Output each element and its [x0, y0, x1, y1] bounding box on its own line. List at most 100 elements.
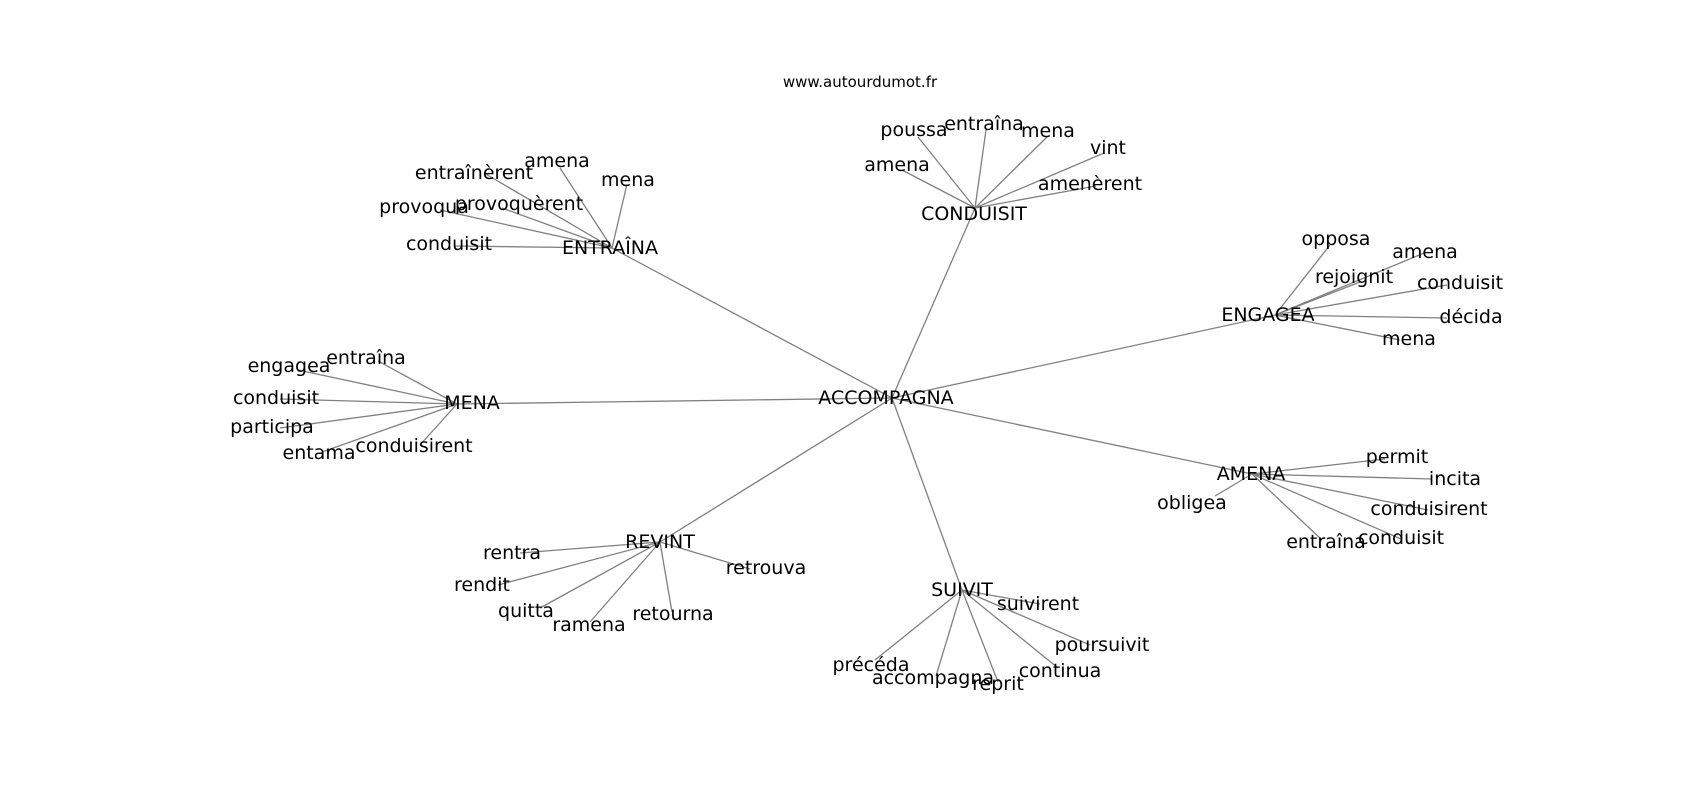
edge-center-3: [456, 397, 893, 405]
leaf-word: entraîna: [1286, 531, 1366, 553]
edge-leaf-3-0: [297, 369, 458, 405]
edge-leaf-0-2: [611, 183, 628, 249]
leaf-word: mena: [601, 169, 655, 191]
edge-leaf-4-3: [1251, 473, 1429, 511]
leaf-word: reprit: [972, 673, 1024, 695]
edge-leaf-4-2: [1214, 473, 1253, 497]
edge-leaf-1-2: [974, 135, 1049, 209]
edge-leaf-2-2: [1274, 281, 1361, 316]
leaf-word: rentra: [483, 542, 541, 564]
edge-leaf-0-5: [453, 245, 613, 249]
leaf-word: rejoignit: [1315, 266, 1393, 288]
center-word: ACCOMPAGNA: [818, 387, 953, 409]
leaf-word: ramena: [552, 614, 625, 636]
edge-leaf-5-5: [659, 541, 751, 570]
leaf-word: vint: [1090, 137, 1126, 159]
leaf-word: participa: [230, 416, 314, 438]
edge-leaf-3-3: [279, 403, 458, 429]
leaf-word: opposa: [1302, 228, 1371, 250]
edge-leaf-6-4: [961, 589, 999, 683]
cluster-word: REVINT: [625, 531, 695, 553]
edge-leaf-5-0: [519, 541, 661, 554]
edge-leaf-4-4: [1251, 473, 1323, 541]
edge-leaf-6-1: [961, 589, 1091, 646]
edge-center-6: [891, 397, 963, 591]
leaf-word: conduisit: [233, 387, 319, 409]
edge-leaf-6-5: [961, 589, 1059, 669]
leaf-word: amena: [524, 150, 590, 172]
edge-center-0: [611, 247, 893, 399]
leaf-word: quitta: [498, 600, 554, 622]
leaf-word: entraîna: [944, 113, 1024, 135]
edge-leaf-5-2: [539, 541, 661, 609]
leaf-word: précéda: [833, 654, 910, 676]
edge-leaf-5-4: [659, 541, 673, 613]
leaf-word: continua: [1019, 660, 1102, 682]
leaf-word: mena: [1382, 328, 1436, 350]
edge-leaf-3-5: [419, 403, 458, 446]
leaf-word: provoqua: [379, 196, 469, 218]
cluster-word: ENTRAÎNA: [562, 236, 658, 259]
leaf-word: accompagna: [872, 667, 994, 689]
leaf-word: poursuivit: [1055, 634, 1150, 656]
edge-leaf-2-0: [1274, 244, 1331, 316]
edge-leaf-3-4: [321, 403, 458, 453]
cluster-word: AMENA: [1217, 463, 1286, 485]
edge-leaf-3-2: [279, 398, 458, 405]
edge-leaf-5-1: [497, 541, 661, 586]
edge-leaf-6-3: [935, 589, 963, 677]
leaf-word: suivirent: [997, 593, 1079, 615]
leaf-word: amena: [864, 154, 930, 176]
leaf-word: engagea: [248, 355, 331, 377]
leaf-word: rendit: [454, 574, 510, 596]
edge-leaf-6-0: [961, 589, 1041, 605]
leaf-word: provoquèrent: [455, 193, 583, 215]
edge-leaf-0-3: [439, 209, 613, 249]
graph-labels: ACCOMPAGNAentraînèrentamenamenaprovoquap…: [230, 113, 1503, 695]
leaf-word: entama: [283, 442, 356, 464]
leaf-word: incita: [1429, 468, 1481, 490]
edge-leaf-0-1: [559, 167, 613, 249]
edge-leaf-1-1: [974, 129, 987, 209]
leaf-word: obligea: [1157, 492, 1227, 514]
leaf-word: poussa: [880, 119, 947, 141]
edge-leaf-0-0: [483, 172, 613, 249]
edge-center-1: [891, 207, 976, 399]
leaf-word: entraîna: [326, 347, 406, 369]
leaf-word: retrouva: [726, 557, 806, 579]
cluster-word: ENGAGEA: [1221, 304, 1314, 326]
leaf-word: entraînèrent: [415, 162, 533, 184]
edge-leaf-3-1: [377, 360, 458, 405]
edge-center-2: [891, 314, 1276, 399]
edge-leaf-4-0: [1251, 458, 1386, 475]
edge-leaf-2-4: [1274, 314, 1448, 319]
leaf-word: décida: [1439, 306, 1502, 328]
edge-leaf-4-5: [1251, 473, 1402, 540]
edge-leaf-1-3: [974, 152, 1105, 209]
edge-center-5: [659, 397, 893, 543]
leaf-word: amenèrent: [1038, 173, 1142, 195]
edge-leaf-1-5: [974, 185, 1097, 209]
graph-edges: [279, 129, 1448, 683]
cluster-word: MENA: [444, 392, 500, 414]
edge-leaf-6-2: [874, 589, 963, 661]
edge-leaf-5-3: [589, 541, 661, 623]
edge-center-4: [891, 397, 1253, 475]
leaf-word: mena: [1021, 120, 1075, 142]
leaf-word: retourna: [632, 603, 713, 625]
edge-leaf-2-5: [1274, 314, 1401, 341]
leaf-word: amena: [1392, 241, 1458, 263]
site-url: www.autourdumot.fr: [783, 73, 938, 91]
leaf-word: conduisirent: [1370, 498, 1487, 520]
edge-leaf-4-1: [1251, 473, 1433, 480]
cluster-word: CONDUISIT: [921, 203, 1027, 225]
edge-leaf-2-3: [1274, 284, 1448, 316]
leaf-word: conduisit: [406, 233, 492, 255]
edge-leaf-1-0: [917, 136, 976, 209]
edge-leaf-1-4: [901, 169, 976, 209]
leaf-word: conduisirent: [355, 435, 472, 457]
leaf-word: conduisit: [1358, 527, 1444, 549]
leaf-word: permit: [1366, 446, 1428, 468]
cluster-word: SUIVIT: [931, 579, 993, 601]
